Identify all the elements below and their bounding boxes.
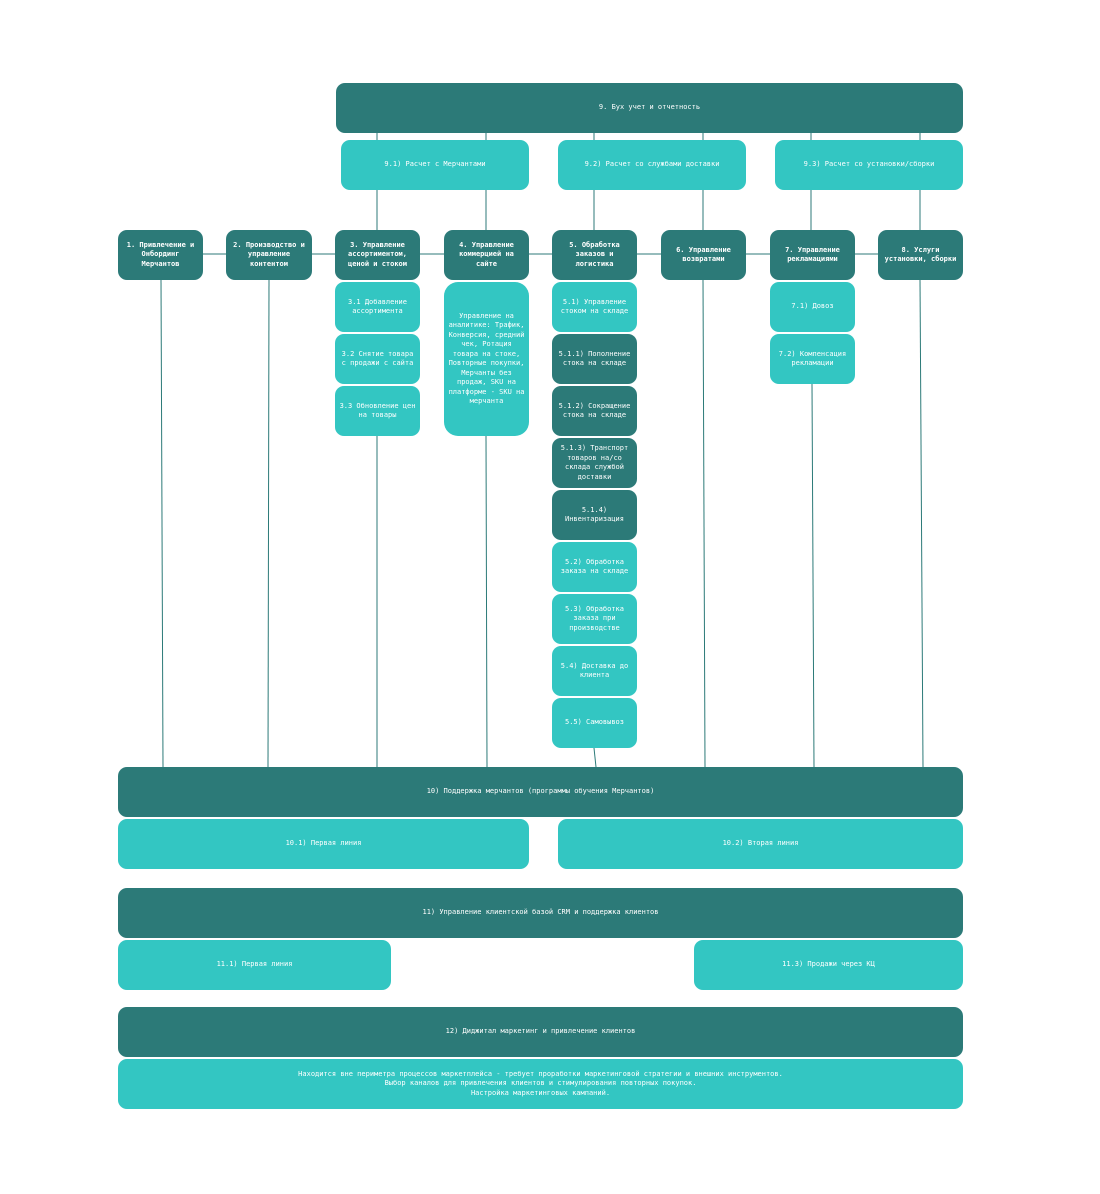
col-5-item-7: 5.3) Обработка заказа при производстве [552, 594, 637, 644]
support-second-line-box: 10.2) Вторая линия [558, 819, 963, 869]
top-sub-merchants-box: 9.1) Расчет с Мерчантами [341, 140, 529, 190]
col-5-item-5: 5.1.4) Инвентаризация [552, 490, 637, 540]
marketing-description-box: Находится вне периметра процессов маркет… [118, 1059, 963, 1109]
support-first-line-box: 10.1) Первая линия [118, 819, 529, 869]
col-2-header: 2. Производство и управление контентом [226, 230, 312, 280]
crm-first-line-box: 11.1) Первая линия [118, 940, 391, 990]
crm-main-box: 11) Управление клиентской базой CRM и по… [118, 888, 963, 938]
col-5-header: 5. Обработка заказов и логистика [552, 230, 637, 280]
col-6-header: 6. Управление возвратами [661, 230, 746, 280]
support-main-box: 10) Поддержка мерчантов (программы обуче… [118, 767, 963, 817]
col-8-header: 8. Услуги установки, сборки [878, 230, 963, 280]
col-1-header: 1. Привлечение и Онбординг Мерчантов [118, 230, 203, 280]
top-accounting-box: 9. Бух учет и отчетность [336, 83, 963, 133]
col-4-header: 4. Управление коммерцией на сайте [444, 230, 529, 280]
col-5-item-2: 5.1.1) Пополнение стока на складе [552, 334, 637, 384]
col-3-item-3: 3.3 Обновление цен на товары [335, 386, 420, 436]
col-4-analytics-box: Управление на аналитике: Трафик, Конверс… [444, 282, 529, 436]
col-5-item-1: 5.1) Управление стоком на складе [552, 282, 637, 332]
col-3-item-2: 3.2 Снятие товара с продажи с сайта [335, 334, 420, 384]
col-3-item-1: 3.1 Добавление ассортимента [335, 282, 420, 332]
col-5-item-3: 5.1.2) Сокращение стока на складе [552, 386, 637, 436]
col-7-header: 7. Управление рекламациями [770, 230, 855, 280]
col-7-item-2: 7.2) Компенсация рекламации [770, 334, 855, 384]
col-3-header: 3. Управление ассортиментом, ценой и сто… [335, 230, 420, 280]
top-sub-delivery-box: 9.2) Расчет со службами доставки [558, 140, 746, 190]
top-sub-assembly-box: 9.3) Расчет со установки/сборки [775, 140, 963, 190]
col-7-item-1: 7.1) Довоз [770, 282, 855, 332]
col-5-item-4: 5.1.3) Транспорт товаров на/со склада сл… [552, 438, 637, 488]
marketing-main-box: 12) Диджитал маркетинг и привлечение кли… [118, 1007, 963, 1057]
col-5-item-6: 5.2) Обработка заказа на складе [552, 542, 637, 592]
crm-call-center-box: 11.3) Продажи через КЦ [694, 940, 963, 990]
col-5-item-8: 5.4) Доставка до клиента [552, 646, 637, 696]
col-5-item-9: 5.5) Самовывоз [552, 698, 637, 748]
